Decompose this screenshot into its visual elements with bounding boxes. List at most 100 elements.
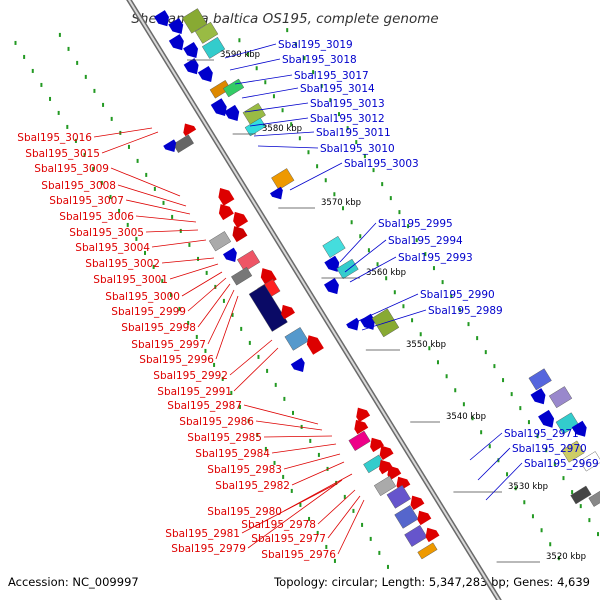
track-dot — [545, 448, 548, 453]
gene-arrow — [360, 313, 376, 330]
right-gene-label: Sbal195_2971 — [504, 428, 579, 440]
gene-block — [248, 284, 288, 332]
left-gene-label: Sbal195_2976 — [261, 549, 336, 561]
gene-arrow-shape — [154, 10, 170, 27]
gene-arrow-shape — [360, 313, 376, 330]
track-dot — [136, 158, 139, 163]
gene-arrow — [233, 211, 249, 228]
gene-arrow — [538, 409, 555, 428]
gene-block-shape — [548, 386, 573, 409]
left-gene-label: Sbal195_2998 — [121, 322, 196, 334]
gene-block — [404, 524, 428, 547]
track-dot — [553, 462, 556, 467]
track-dot — [74, 138, 77, 143]
gene-block — [528, 368, 552, 391]
track-dot — [588, 518, 591, 523]
gene-arrow-shape — [417, 510, 432, 526]
gene-arrow — [197, 65, 213, 83]
gene-block — [417, 542, 438, 560]
track-dot — [557, 556, 560, 561]
track-dot — [57, 110, 60, 115]
right-leader-line — [229, 58, 281, 71]
gene-block-shape — [373, 475, 397, 497]
track-dot — [248, 340, 251, 345]
track-dot — [320, 84, 323, 89]
track-dot — [369, 536, 372, 541]
track-dot — [303, 56, 306, 61]
track-dot — [333, 558, 336, 563]
left-gene-label: Sbal195_2983 — [207, 464, 282, 476]
track-dot — [109, 194, 112, 199]
right-leader-line — [485, 462, 523, 501]
track-dot — [393, 290, 396, 295]
gene-block-shape — [363, 454, 385, 474]
left-gene-label: Sbal195_3006 — [59, 211, 134, 223]
track-dot — [527, 420, 530, 425]
gene-arrow-shape — [354, 419, 369, 435]
gene-block-shape — [528, 368, 552, 391]
track-dot — [290, 488, 293, 493]
left-gene-label: Sbal195_3007 — [49, 195, 124, 207]
gene-block-shape — [271, 168, 295, 191]
right-gene-label: Sbal195_3003 — [344, 158, 419, 170]
gene-block — [181, 8, 208, 34]
track-dot — [579, 504, 582, 509]
track-dot — [264, 446, 267, 451]
track-dot — [23, 54, 26, 59]
left-leader-line — [117, 184, 187, 207]
tick-label: 3580 kbp — [262, 124, 302, 134]
left-gene-label: Sbal195_2986 — [179, 416, 254, 428]
gene-arrow-shape — [233, 211, 249, 228]
gene-block-shape — [201, 36, 226, 59]
left-gene-label: Sbal195_2999 — [111, 306, 186, 318]
left-leader-line — [145, 229, 199, 233]
gene-arrow-shape — [183, 123, 197, 137]
right-leader-line — [257, 145, 319, 149]
track-dot — [204, 348, 207, 353]
gene-arrow-shape — [571, 420, 587, 437]
right-gene-label: Sbal195_2993 — [398, 252, 473, 264]
track-dot — [294, 42, 297, 47]
gene-arrow — [323, 278, 339, 295]
right-leader-line — [477, 447, 511, 481]
track-dot — [317, 452, 320, 457]
left-gene-label: Sbal195_2987 — [167, 400, 242, 412]
gene-arrow-shape — [324, 255, 340, 272]
gene-arrow — [218, 204, 234, 221]
gene-block-shape — [244, 117, 266, 137]
right-gene-label: Sbal195_2995 — [378, 218, 453, 230]
track-dot — [290, 122, 293, 127]
track-dot — [497, 458, 500, 463]
gene-arrow-shape — [370, 437, 384, 453]
left-leader-line — [327, 495, 361, 539]
gene-arrow-shape — [410, 495, 425, 511]
track-dot — [514, 486, 517, 491]
tick-label: 3550 kbp — [406, 340, 446, 350]
left-leader-line — [247, 479, 343, 549]
left-gene-label: Sbal195_2991 — [157, 386, 232, 398]
track-dot — [316, 530, 319, 535]
track-dot — [145, 172, 148, 177]
track-dot — [424, 252, 427, 257]
track-dot — [450, 294, 453, 299]
gene-block — [172, 134, 194, 153]
feature-layer — [14, 8, 600, 569]
gene-arrow-shape — [183, 58, 199, 75]
gene-arrow-shape — [218, 204, 234, 221]
gene-block — [209, 80, 231, 99]
left-gene-label: Sbal195_2981 — [165, 528, 240, 540]
track-dot — [454, 388, 457, 393]
track-dot — [571, 490, 574, 495]
track-dot — [502, 378, 505, 383]
left-gene-label: Sbal195_2979 — [171, 543, 246, 555]
track-dot — [549, 542, 552, 547]
track-dot — [476, 336, 479, 341]
track-dot — [389, 196, 392, 201]
track-dot — [398, 210, 401, 215]
track-dot — [562, 476, 565, 481]
track-dot — [307, 150, 310, 155]
right-gene-label: Sbal195_3012 — [310, 113, 385, 125]
gene-arrow-shape — [197, 65, 213, 83]
gene-arrow — [324, 255, 340, 272]
track-dot — [195, 334, 198, 339]
